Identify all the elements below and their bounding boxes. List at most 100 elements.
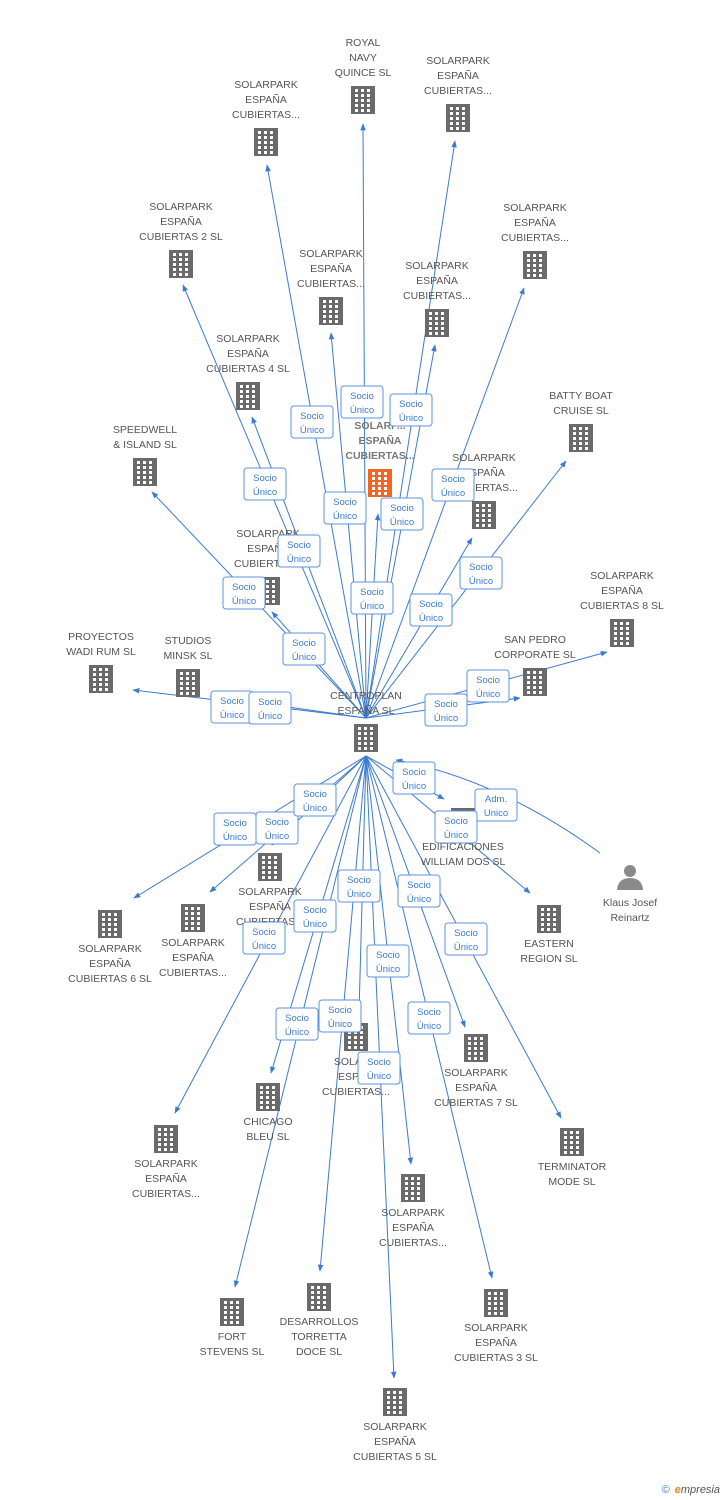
building-window [573,447,576,450]
building-window [564,1151,567,1154]
building-window [468,1057,471,1060]
edge-label-line: Único [287,554,311,565]
node-sp-mid-a[interactable]: SOLARPARKESPAÑACUBIERTAS... [297,248,365,325]
building-window [335,310,338,313]
node-label-line: SOLARPARK [134,1158,197,1170]
edge-label-line: Socio [434,699,458,710]
node-sp-top-left[interactable]: SOLARPARKESPAÑACUBIERTAS... [232,79,300,156]
edge-label-line: Único [333,511,357,522]
building-window [488,524,491,527]
footer-brand[interactable]: © empresia [662,1484,720,1496]
edge-label-line: Socio [419,599,443,610]
edge-label-klaus[interactable]: Adm.Unico [474,788,518,822]
building-window [224,1301,227,1304]
node-sp-low-left[interactable]: SOLARPARKESPAÑACUBIERTAS... [132,1125,200,1200]
node-sp-low-center[interactable]: SOLARPARKESPAÑACUBIERTAS... [379,1174,447,1249]
building-window [539,671,542,674]
edge-label-line: Socio [417,1007,441,1018]
building-window [364,727,367,730]
edge-label-line: Único [292,652,316,663]
building-window [180,672,183,675]
building-window [553,923,556,926]
building-window [274,866,277,869]
building-window [500,1307,503,1310]
building-window [539,676,542,679]
edge-label-line: Único [367,1071,391,1082]
building-window [137,481,140,484]
building-window [533,264,536,267]
building-window [264,146,267,149]
building-window [533,274,536,277]
edge-label-line: Socio [399,399,423,410]
node-sp-mid-b[interactable]: SOLARPARKESPAÑACUBIERTAS... [403,260,471,337]
building-window [323,320,326,323]
edge-label-line: Único [220,710,244,721]
building-window [311,1296,314,1299]
node-focus[interactable]: SOLARP...ESPAÑACUBIERTAS... [345,420,415,497]
node-label-line: CUBIERTAS 5 SL [353,1451,437,1463]
node-sp-low-a[interactable]: SOLARPARKESPAÑACUBIERTAS... [159,904,227,979]
building-window [480,1042,483,1045]
building-icon [256,1083,280,1111]
building-icon [560,1128,584,1156]
node-sp-right-a[interactable]: SOLARPARKESPAÑACUBIERTAS... [501,202,569,279]
node-sp-top-right[interactable]: SOLARPARKESPAÑACUBIERTAS... [424,55,492,132]
building-window [579,437,582,440]
node-speedwell[interactable]: SPEEDWELL& ISLAND SL [113,424,177,486]
building-icon [569,424,593,452]
building-window [370,747,373,750]
